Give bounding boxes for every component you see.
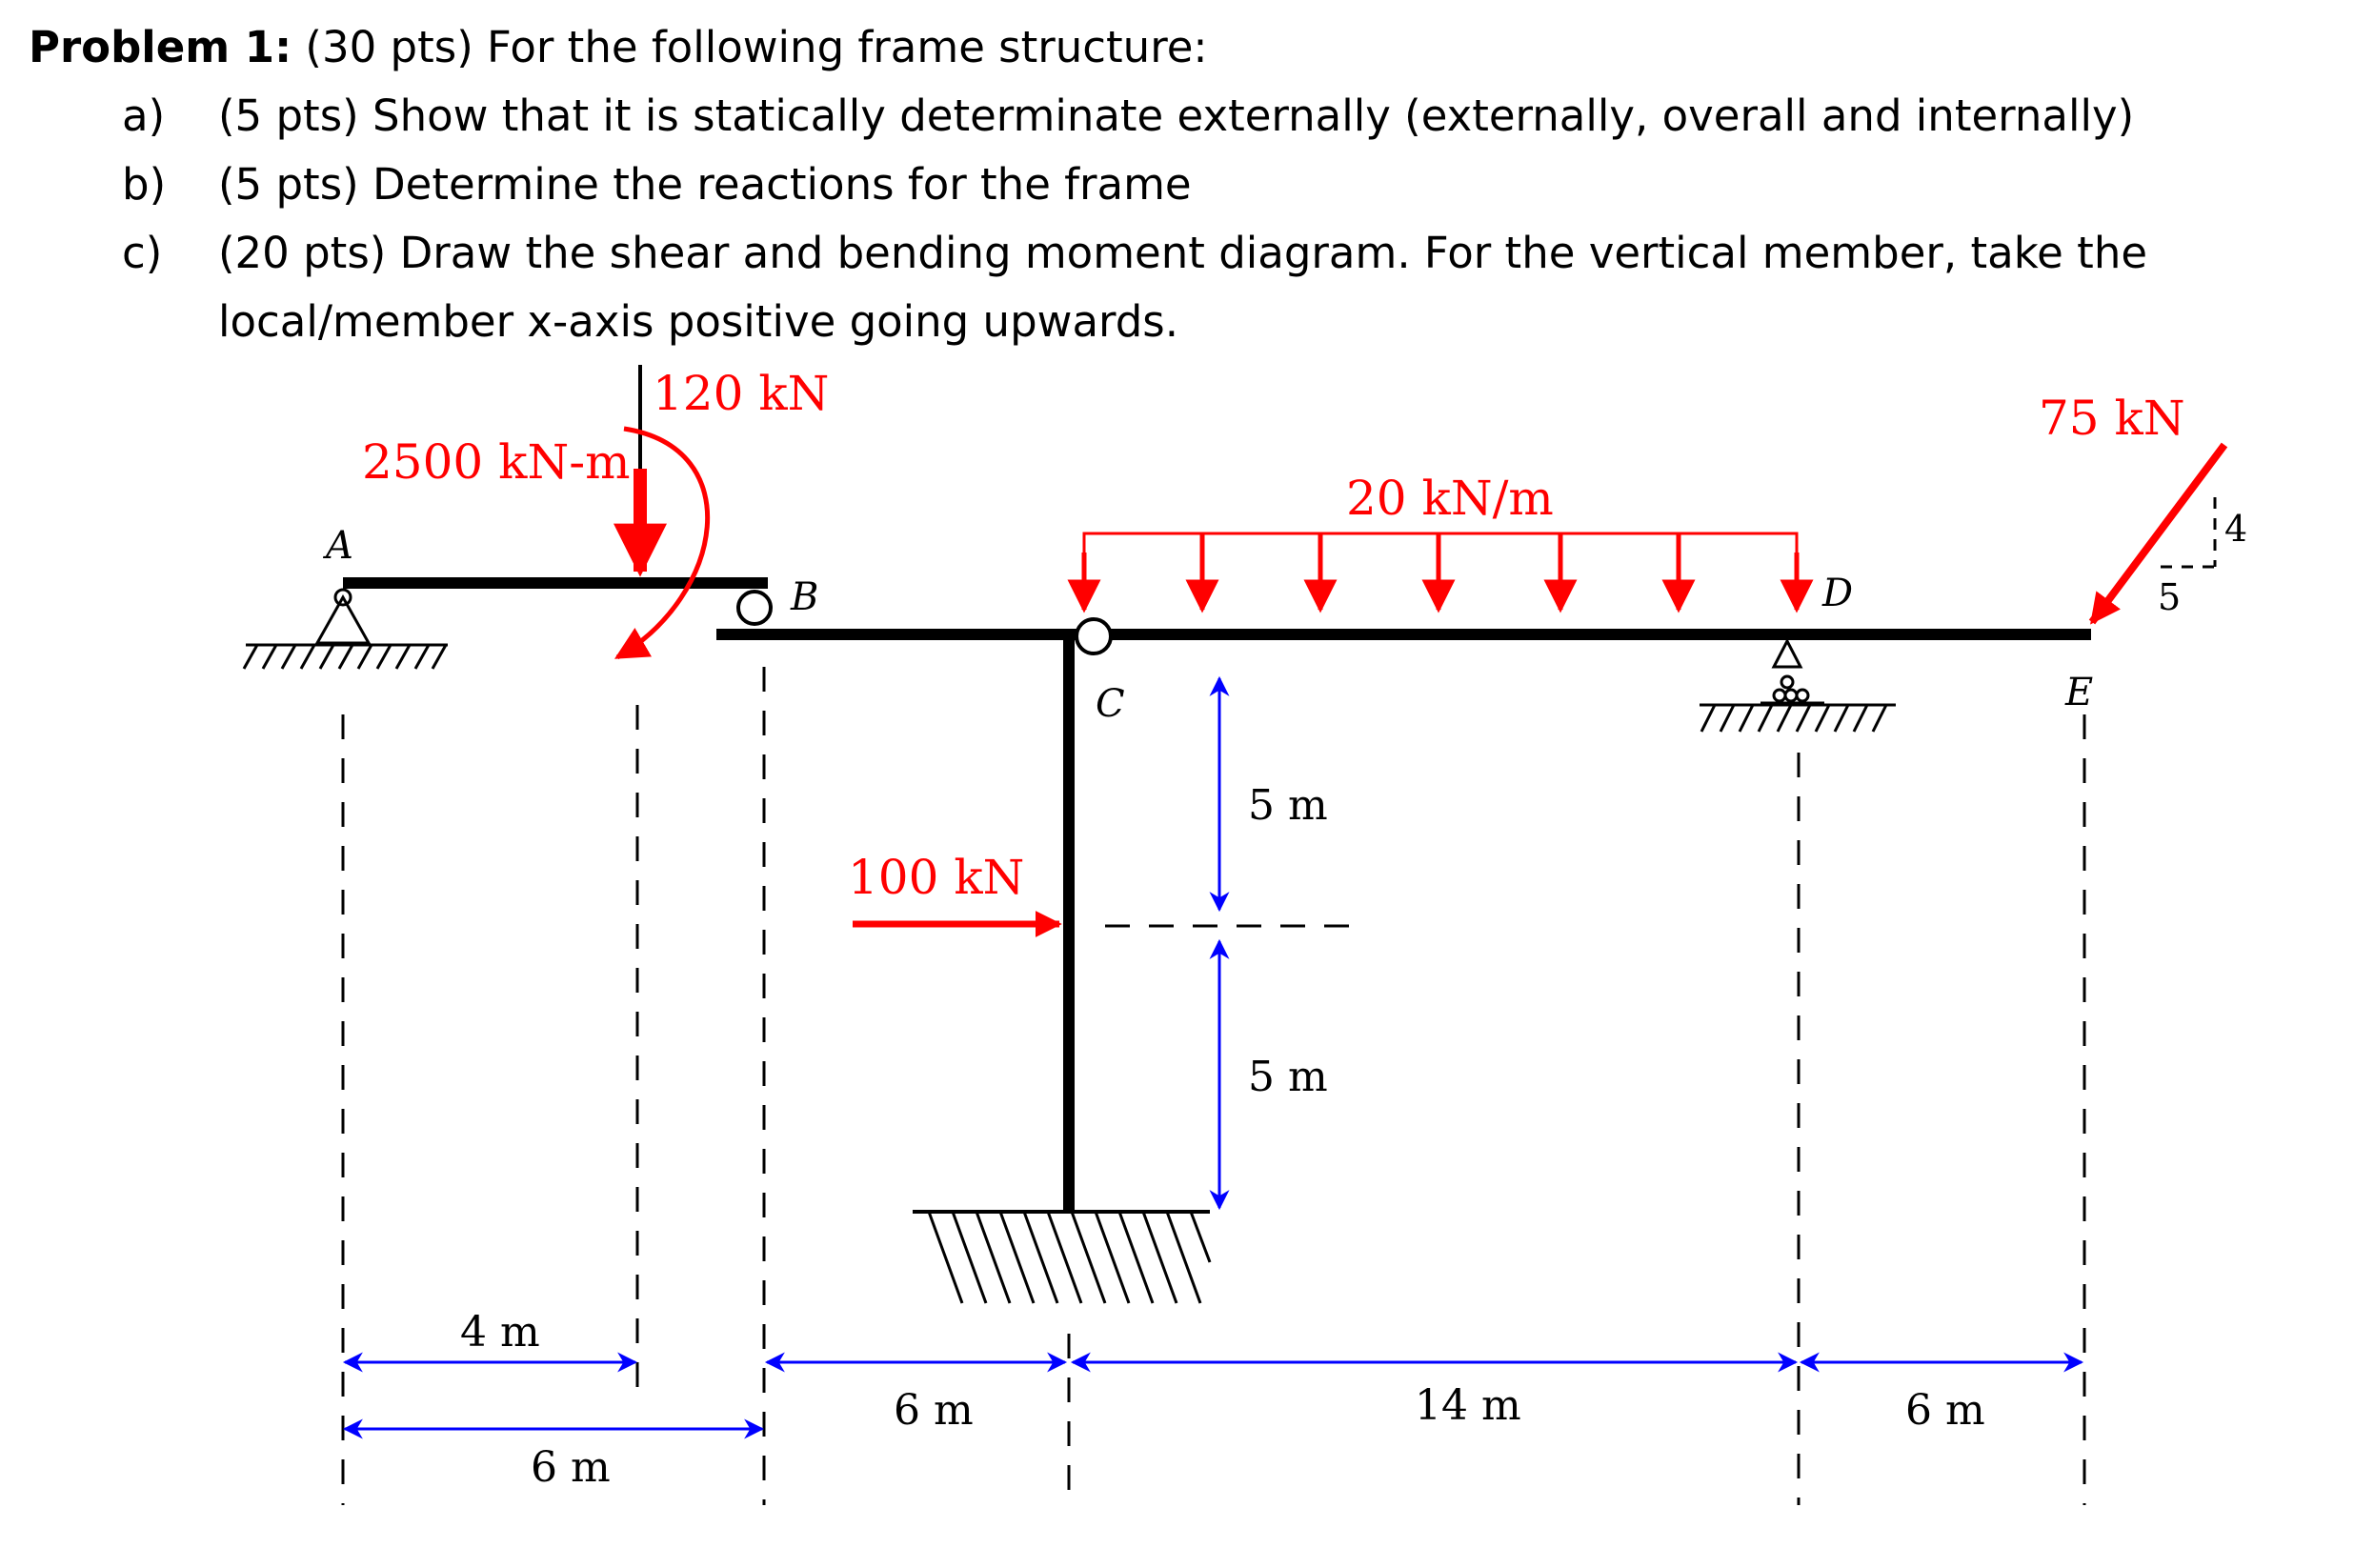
dim-label-4m: 4 m <box>460 1308 540 1357</box>
part-c-marker: c) <box>122 228 163 278</box>
part-a-marker: a) <box>122 90 166 141</box>
slope-guide-lines <box>2161 497 2217 569</box>
part-a: a) (5 pts) Show that it is statically det… <box>29 82 2334 151</box>
part-a-text: (5 pts) Show that it is statically deter… <box>218 90 2135 141</box>
point-label-e: E <box>2064 671 2093 714</box>
problem-statement: Problem 1: (30 pts) For the following fr… <box>29 13 2334 356</box>
dim-label-14m: 14 m <box>1415 1381 1521 1430</box>
dim-label-6m-left: 6 m <box>531 1443 611 1492</box>
point-label-c: C <box>1096 682 1125 726</box>
slope-run: 5 <box>2158 576 2181 618</box>
part-b: b) (5 pts) Determine the reactions for th… <box>29 151 2334 219</box>
hinge-c <box>1075 617 1113 655</box>
label-inclined-load: 75 kN <box>2039 391 2185 446</box>
diagram-labels: A B C D E 120 kN 2500 kN-m 20 kN/m 75 kN… <box>322 366 2247 1492</box>
part-b-marker: b) <box>122 159 167 210</box>
point-label-b: B <box>790 575 818 619</box>
problem-parts: a) (5 pts) Show that it is statically det… <box>29 82 2334 356</box>
part-c-text: (20 pts) Draw the shear and bending mome… <box>218 228 2148 347</box>
label-moment: 2500 kN-m <box>362 434 631 490</box>
part-c: c) (20 pts) Draw the shear and bending mo… <box>29 219 2334 356</box>
point-label-a: A <box>322 524 353 568</box>
fixed-support-base <box>913 1210 1212 1304</box>
moment-arc <box>614 426 711 660</box>
distributed-load-arrows <box>1067 533 1814 613</box>
dim-label-6m-de: 6 m <box>1905 1386 1985 1435</box>
dim-label-6m-bc: 6 m <box>894 1386 974 1435</box>
dim-label-5m-upper: 5 m <box>1248 781 1328 830</box>
pin-support-a <box>242 588 448 670</box>
label-horizontal-load: 100 kN <box>848 850 1024 905</box>
problem-number: Problem 1: <box>29 22 292 72</box>
part-b-text: (5 pts) Determine the reactions for the … <box>218 159 1192 210</box>
dimension-arrows <box>342 675 2084 1439</box>
problem-title-line: Problem 1: (30 pts) For the following fr… <box>29 13 2334 82</box>
label-distributed-load: 20 kN/m <box>1346 471 1554 526</box>
problem-description: (30 pts) For the following frame structu… <box>305 22 1208 72</box>
inclined-load-arrow <box>2088 442 2228 625</box>
roller-support-d <box>1700 637 1896 733</box>
hinge-b <box>736 590 773 626</box>
dim-label-5m-lower: 5 m <box>1248 1053 1328 1101</box>
slope-rise: 4 <box>2224 508 2247 550</box>
point-label-d: D <box>1821 572 1853 615</box>
frame-members <box>343 577 2091 1212</box>
loads <box>614 365 2228 937</box>
reference-lines <box>341 667 2086 1505</box>
label-point-load: 120 kN <box>653 366 829 421</box>
